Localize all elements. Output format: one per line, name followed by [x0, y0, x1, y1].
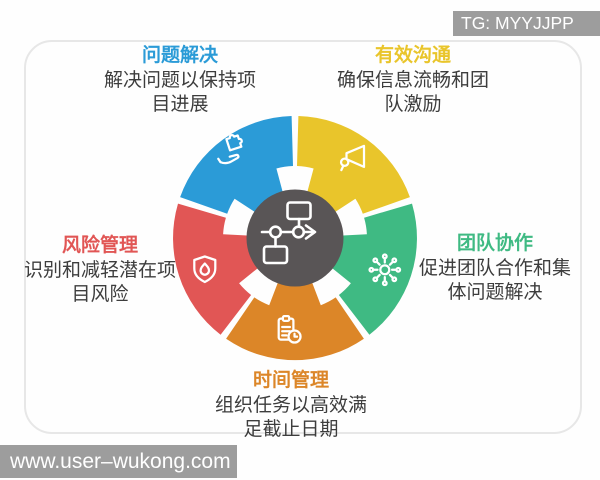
- segment-description: 促进团队合作和集体问题解决: [418, 258, 571, 303]
- card-outline: [24, 40, 582, 434]
- flowchart-icon: [260, 201, 317, 265]
- clipboard-clock-icon: [277, 314, 302, 344]
- segment-description: 组织任务以高效满足截止日期: [214, 395, 367, 440]
- segment-title: 团队协作: [456, 233, 533, 254]
- watermark-telegram: TG: MYYJJPP: [453, 11, 600, 36]
- segment-title: 有效沟通: [374, 45, 451, 66]
- segment-label-problem-solving: 问题解决 解决问题以保持项目进展: [98, 44, 262, 117]
- segment-description: 解决问题以保持项目进展: [103, 70, 256, 115]
- segment-label-time-management: 时间管理 组织任务以高效满足截止日期: [209, 369, 373, 442]
- watermark-website-text: www.user–wukong.com: [10, 450, 231, 473]
- center-hub: [246, 189, 344, 287]
- segment-description: 识别和减轻潜在项目风险: [23, 260, 176, 305]
- segment-shape-effective-communication: [297, 116, 410, 214]
- segment-description: 确保信息流畅和团队激励: [336, 70, 489, 115]
- watermark-telegram-text: TG: MYYJJPP: [461, 13, 574, 33]
- segment-label-risk-management: 风险管理 识别和减轻潜在项目风险: [18, 234, 182, 307]
- hand-puzzle-icon: [217, 134, 243, 165]
- segment-title: 时间管理: [252, 370, 329, 391]
- segment-label-effective-communication: 有效沟通 确保信息流畅和团队激励: [331, 44, 495, 117]
- segment-shape-time-management: [226, 282, 364, 361]
- megaphone-icon: [339, 144, 366, 172]
- shield-flame-icon: [193, 255, 217, 284]
- segment-shape-problem-solving: [180, 116, 293, 214]
- network-hub-icon: [368, 253, 402, 287]
- segment-title: 问题解决: [141, 45, 218, 66]
- watermark-website: www.user–wukong.com: [0, 445, 237, 478]
- segment-title: 风险管理: [61, 235, 138, 256]
- segment-label-team-collaboration: 团队协作 促进团队合作和集体问题解决: [413, 232, 577, 305]
